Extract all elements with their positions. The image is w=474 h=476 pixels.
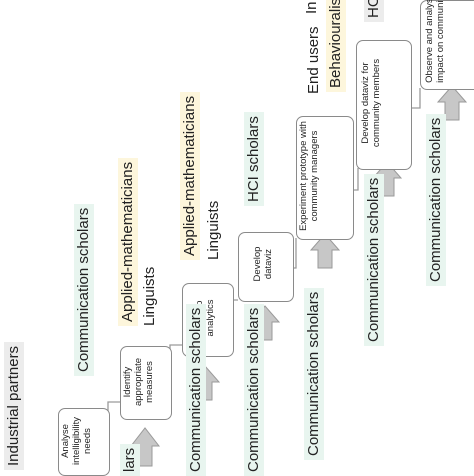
step-box-identify-measures [120, 346, 172, 420]
actor-communication-scholars-bottom: lars [120, 443, 140, 476]
step-box-observe-analyse [420, 0, 474, 90]
step-label-observe-analyse: Observe and analyse impact on community [424, 0, 446, 83]
actor-hci-cut: HCI [364, 0, 384, 22]
actor-linguists-1: Linguists [141, 266, 158, 326]
connector-6 [352, 168, 359, 191]
actor-linguists-2: Linguists [205, 200, 222, 260]
step-box-experiment-prototype [296, 116, 354, 240]
step-box-develop-dataviz [238, 232, 294, 302]
actor-communication-scholars-1: Communication scholars [74, 203, 94, 376]
actor-communication-scholars-5: Communication scholars [364, 173, 384, 346]
actor-hci-scholars-1: HCI scholars [244, 112, 264, 206]
actor-behaviouralists: Behaviouralis [326, 0, 346, 92]
step-label-analyse-needs: Analyse intelligibility needs [60, 416, 93, 466]
actor-industrial-cut: In [303, 1, 320, 14]
actor-end-users: End users [305, 26, 322, 94]
step-label-develop-dataviz-members: Develop dataviz for community members [360, 58, 382, 148]
actor-communication-scholars-2: Communication scholars [186, 303, 206, 476]
actor-applied-mathematicians-1: Applied-mathematicians [118, 157, 138, 326]
actor-industrial-partners: Industrial partners [4, 341, 24, 470]
actor-applied-mathematicians-2: Applied-mathematicians [180, 91, 200, 260]
actor-communication-scholars-3: Communication scholars [244, 303, 264, 476]
actor-communication-scholars-6: Communication scholars [426, 113, 446, 286]
step-label-identify-measures: Identify appropriate measures [122, 357, 155, 407]
arrow-4 [309, 233, 341, 269]
step-label-experiment-prototype: Experiment prototype with community mana… [298, 121, 320, 231]
arrow-6 [436, 85, 468, 121]
step-box-develop-dataviz-members [356, 40, 412, 170]
connector-7 [410, 88, 421, 109]
step-label-develop-dataviz: Develop dataviz [252, 246, 274, 282]
step-box-analyse-needs [58, 408, 110, 476]
actor-communication-scholars-4: Communication scholars [304, 287, 324, 460]
